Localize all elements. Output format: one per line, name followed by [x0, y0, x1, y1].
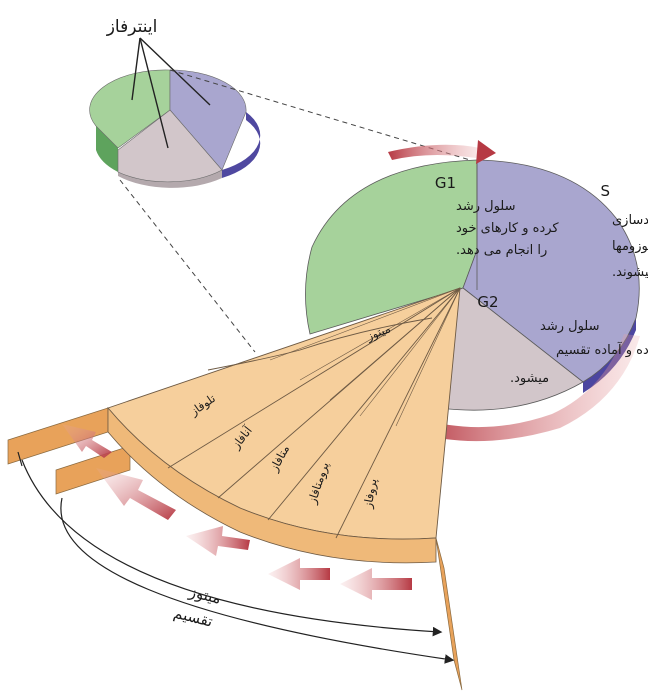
- interphase-pointer-2: [139, 37, 211, 106]
- g2-line-1: سلول رشد: [540, 319, 599, 334]
- arrow-1: [340, 568, 412, 600]
- g1-line-2: کرده و کارهای خود: [456, 221, 559, 236]
- g1-line-1: سلول رشد: [456, 199, 515, 214]
- g1-title: G1: [435, 174, 456, 192]
- mitosis-fan: [107, 287, 461, 540]
- s-line-1: DNAهمانندسازی: [612, 213, 648, 228]
- arrow-3: [186, 526, 250, 556]
- projection-line-top: [169, 69, 471, 161]
- large-pie-side-blue: [583, 318, 636, 393]
- arrow-5: [62, 424, 112, 458]
- stage-prophase: پروفاز: [360, 477, 380, 510]
- small-pie-side-green: [96, 126, 118, 172]
- interphase-label: اینترفاز: [106, 17, 158, 37]
- interphase-pointer-3: [139, 37, 169, 149]
- span-arrow-mitosis: [21, 459, 443, 637]
- g1-line-3: را انجام می دهد.: [456, 243, 547, 258]
- apex-line-3: [329, 287, 461, 401]
- label-mitosis: میتوز: [186, 582, 222, 607]
- apex-line-2: [299, 287, 461, 381]
- stage-divider-1: [167, 287, 461, 469]
- mitosis-inner-arc: [207, 317, 433, 371]
- lower-arc-arrow: [412, 334, 640, 442]
- arrow-4: [96, 468, 176, 520]
- s-title: S: [600, 182, 610, 200]
- label-division: تقسیم: [172, 604, 215, 631]
- stage-divider-4: [335, 287, 461, 539]
- mitosis-wedge: میتوز تلوفاز آنافاز متافاز پرومتافاز پرو…: [7, 287, 463, 691]
- s-line-3: مضاعف میشوند.: [612, 265, 648, 280]
- small-pie-side-blue: [222, 112, 261, 178]
- s-line-2: کرده وکروموزومها: [612, 239, 648, 254]
- span-arrow-division: [60, 497, 455, 664]
- g2-title: G2: [477, 293, 498, 311]
- arrow-2: [268, 558, 330, 590]
- projection-line-bottom: [119, 179, 256, 353]
- small-pie: اینترفاز: [89, 17, 261, 188]
- g2-line-3: میشود.: [510, 371, 549, 386]
- apex-line-4: [359, 287, 461, 417]
- span-arrow-mitosis-tail: [17, 451, 23, 467]
- apex-line-1: [269, 287, 461, 361]
- interphase-pointer-1: [131, 37, 141, 101]
- top-arc-arrow: [388, 144, 480, 160]
- phase-s: [462, 159, 640, 383]
- phase-g1: [305, 159, 478, 335]
- g2-line-2: کرده و آماده تقسیم: [556, 341, 648, 358]
- small-pie-s: [169, 69, 247, 171]
- top-arc-arrowhead: [476, 140, 496, 164]
- small-pie-g1: [89, 69, 171, 149]
- stage-divider-3: [267, 287, 461, 521]
- small-pie-side-pink: [118, 170, 222, 188]
- mitosis-arrows: [62, 424, 412, 600]
- mitosis-fan-edge: [107, 406, 437, 564]
- small-pie-g2: [117, 109, 223, 183]
- apex-line-5: [395, 287, 461, 427]
- mitosis-slab-right: [435, 537, 463, 691]
